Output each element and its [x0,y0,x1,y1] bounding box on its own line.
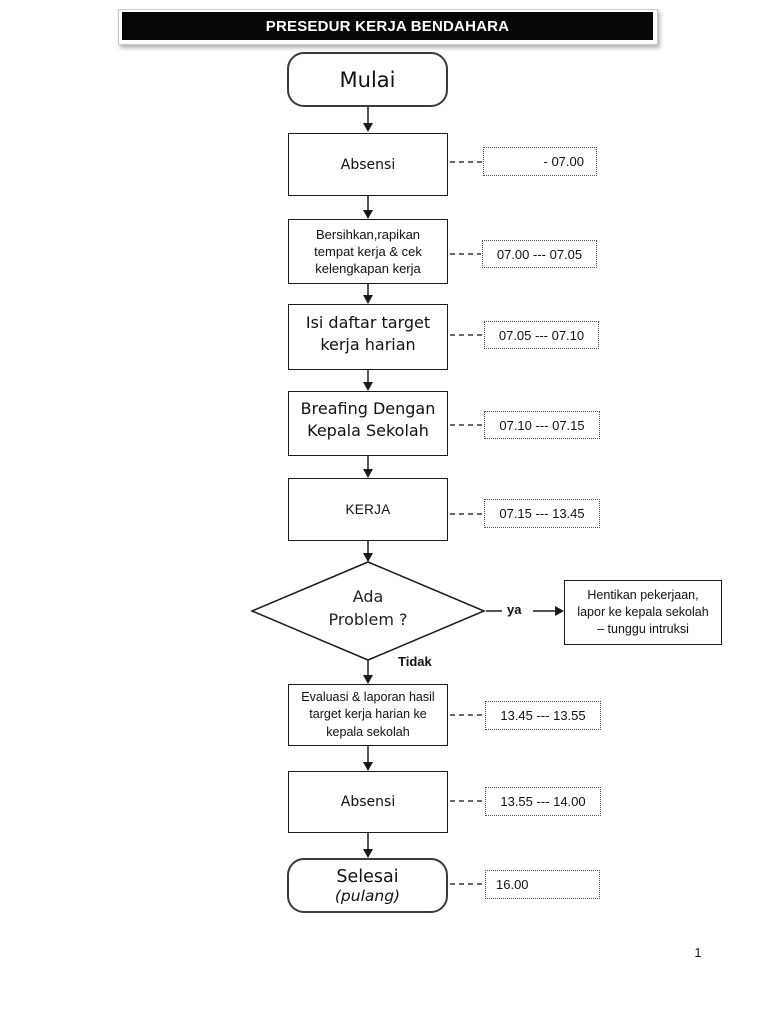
title-bar: PRESEDUR KERJA BENDAHARA [122,12,653,40]
start-label: Mulai [339,67,396,92]
time-label: - 07.00 [543,154,584,169]
page-title: PRESEDUR KERJA BENDAHARA [265,17,510,35]
dashed-time-connectors [450,161,484,885]
step-absensi-1[interactable]: Absensi [288,133,448,196]
time-box-5[interactable]: 07.15 --- 13.45 [484,499,600,528]
step-label: target kerja harian ke [309,707,427,722]
end-sublabel: (pulang) [334,886,401,905]
step-label: Absensi [340,794,396,810]
step-label: Evaluasi & laporan hasil [301,689,435,704]
step-label: Isi daftar target [305,313,431,332]
outcome-line: Hentikan pekerjaan, [587,587,699,602]
step-isi-daftar[interactable]: Isi daftar target kerja harian [288,304,448,370]
decision-line: Problem ? [328,610,408,630]
step-label: Absensi [340,156,396,173]
step-evaluasi[interactable]: Evaluasi & laporan hasil target kerja ha… [288,684,448,746]
decision-diamond[interactable] [250,561,486,661]
time-label: 16.00 [496,877,529,892]
step-label: Kepala Sekolah [307,420,429,440]
time-label: 07.10 --- 07.15 [499,417,585,433]
time-box-3[interactable]: 07.05 --- 07.10 [484,321,599,349]
page-number: 1 [694,946,702,960]
decision-label: Ada Problem ? [288,585,448,631]
time-label: 07.00 --- 07.05 [496,246,583,262]
end-label: Selesai [336,866,399,887]
step-label: Bersihkan,rapikan [315,226,421,242]
decision-line: Ada [352,587,384,606]
branch-yes-label: ya [507,602,522,617]
time-label: 07.15 --- 13.45 [499,506,585,521]
time-box-8[interactable]: 16.00 [485,870,600,899]
time-label: 13.45 --- 13.55 [500,708,586,723]
step-absensi-2[interactable]: Absensi [288,771,448,833]
step-label: Breafing Dengan [300,399,436,418]
step-bersihkan[interactable]: Bersihkan,rapikan tempat kerja & cek kel… [288,219,448,284]
step-label: KERJA [345,502,391,517]
time-box-6[interactable]: 13.45 --- 13.55 [485,701,601,730]
yes-arrow [486,606,564,616]
step-label: kerja harian [320,334,416,354]
step-label: tempat kerja & cek [314,243,422,259]
yes-outcome-box[interactable]: Hentikan pekerjaan, lapor ke kepala seko… [564,580,722,645]
down-arrows [363,106,373,858]
outcome-line: – tunggu intruksi [597,622,689,637]
step-label: kelengkapan kerja [315,261,421,277]
step-label: kepala sekolah [326,724,410,739]
end-node[interactable]: Selesai (pulang) [287,858,448,913]
time-box-7[interactable]: 13.55 --- 14.00 [485,787,601,816]
time-label: 13.55 --- 14.00 [500,794,586,809]
branch-no-label: Tidak [398,654,432,669]
time-label: 07.05 --- 07.10 [498,327,585,343]
time-box-1[interactable]: - 07.00 [483,147,597,176]
step-breafing[interactable]: Breafing Dengan Kepala Sekolah [288,391,448,456]
step-kerja[interactable]: KERJA [288,478,448,541]
time-box-2[interactable]: 07.00 --- 07.05 [482,240,597,268]
outcome-line: lapor ke kepala sekolah [577,604,709,619]
time-box-4[interactable]: 07.10 --- 07.15 [484,411,600,439]
start-node[interactable]: Mulai [287,52,448,107]
title-banner: PRESEDUR KERJA BENDAHARA [118,9,658,45]
